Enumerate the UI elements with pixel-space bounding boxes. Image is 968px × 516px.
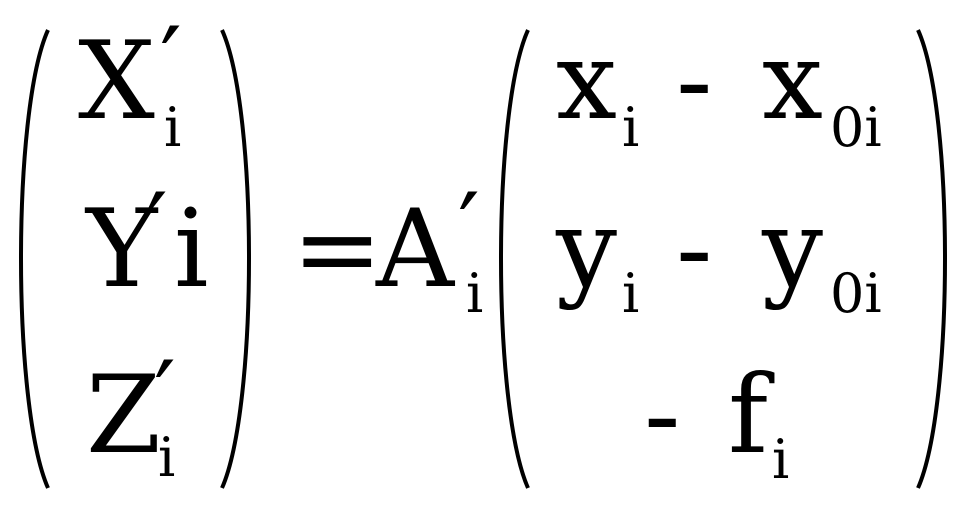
left-vector-close-paren [220,29,251,489]
rhs-y-term: y [555,187,617,312]
rhs-row3-minus: - [644,353,681,478]
lhs-z-sub: i [158,426,175,489]
rhs-y-sub: i [622,262,639,325]
lhs-z-base: Z [86,353,161,478]
rhs-f-term: f [728,353,775,478]
lhs-z-prime: ′ [154,341,176,453]
right-vector-open-paren [499,29,530,489]
rhs-x0-sub: 0i [830,96,882,159]
lhs-y-prime: ′ [146,173,168,285]
left-vector-open-paren [19,29,50,489]
rhs-y0-sub: 0i [830,262,882,325]
equals-sign: = [292,187,383,312]
rhs-row1-minus: - [676,19,713,144]
lhs-y-base: Y [84,187,159,312]
rhs-y0-term: y [761,187,823,312]
rhs-x-term: x [556,19,617,144]
matrix-a-sub: i [466,262,483,325]
matrix-a-prime: ′ [458,173,480,285]
lhs-x-prime: ′ [160,7,182,119]
rhs-row2-minus: - [676,187,713,312]
lhs-y-sub: i [174,187,209,312]
lhs-x-sub: i [164,96,181,159]
lhs-x-base: X [78,19,155,144]
rhs-x0-term: x [762,19,823,144]
rhs-x-sub: i [622,96,639,159]
matrix-a-base: A [375,187,456,312]
rhs-f-sub: i [772,428,789,491]
right-vector-close-paren [916,29,947,489]
